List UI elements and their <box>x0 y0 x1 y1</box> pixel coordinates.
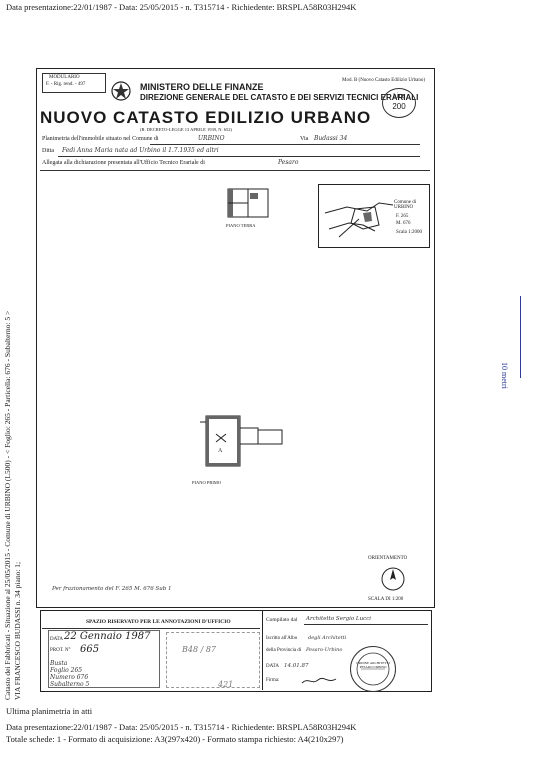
ditta-value: Fedi Anna Maria nata ad Urbino il 1.7.19… <box>62 147 219 154</box>
lire-seal: Lire 200 <box>382 88 416 118</box>
compilato-rule <box>304 624 428 625</box>
architect-seal: ORDINE ARCHITETTI PESARO URBINO <box>350 646 396 692</box>
prot-value: 665 <box>80 644 100 655</box>
iscritto-label: Iscritto all'Albo <box>266 636 298 641</box>
signature-mark <box>300 673 340 684</box>
locator-map <box>318 184 430 248</box>
mod-label: Mod. B (Nuovo Catasto Edilizio Urbano) <box>342 78 426 83</box>
albo-value: degli Architetti <box>308 635 347 641</box>
data-label: DATA <box>50 637 63 642</box>
emblem-icon <box>110 80 132 102</box>
left-vertical-line2: VIA FRANCESCO BUDASSI n. 34 piano: 1; <box>13 561 22 700</box>
right-margin-bar <box>520 296 521 378</box>
direzione: DIREZIONE GENERALE DEL CATASTO E DEI SER… <box>140 93 419 102</box>
compilato-data-value: 14.01.87 <box>284 663 309 669</box>
via-label: Via <box>300 136 309 142</box>
right-margin-label: 10 metri <box>500 362 509 389</box>
piano-terra-label: PIANO TERRA <box>226 223 256 228</box>
planimetria-label: Planimetria dell'immobile situato nel Co… <box>42 136 159 142</box>
piano-primo-label: PIANO PRIMO <box>192 480 222 485</box>
ultima-planimetria: Ultima planimetria in atti <box>6 706 93 716</box>
bottom-line1: Data presentazione:22/01/1987 - Data: 25… <box>6 722 357 732</box>
office-stamp-left <box>48 630 160 688</box>
stamp-text: B48 / 87 <box>182 645 217 654</box>
ministero: MINISTERO DELLE FINANZE <box>140 82 264 92</box>
modulario-box: MODULARIO F. - Rig. rend. - 497 <box>42 73 106 93</box>
foglio: Foglio 265 <box>50 667 83 674</box>
bottom-block <box>40 610 432 692</box>
north-arrow-icon <box>380 566 406 592</box>
scala-label: SCALA DI 1:200 <box>368 597 404 602</box>
compilato-who: Architetto Sergio Lucci <box>306 616 372 622</box>
provincia-value: Pesaro-Urbino <box>306 647 343 653</box>
busta: Busta <box>50 660 68 667</box>
compilato-label: Compilato dal <box>266 617 298 623</box>
left-vertical-line1: Catasto dei Fabbricati - Situazione al 2… <box>3 310 12 700</box>
locator-scale: Scala 1:2000 <box>396 230 422 235</box>
locator-mappale: M. 676 <box>396 221 411 226</box>
law-line: (R. DECRETO-LEGGE 13 APRILE 1939, N. 652… <box>140 127 233 132</box>
locator-foglio: F. 265 <box>396 214 409 219</box>
numero: Numero 676 <box>50 674 89 681</box>
office-header: SPAZIO RISERVATO PER LE ANNOTAZIONI D'UF… <box>86 619 231 625</box>
locator-title: Comune di URBINO <box>394 200 417 210</box>
comune-value: URBINO <box>198 135 225 142</box>
via-value: Budassi 34 <box>314 135 348 142</box>
orientamento-label: ORIENTAMENTO <box>368 556 408 561</box>
piano-primo-plan <box>196 408 288 474</box>
compilato-data-label: DATA <box>266 664 279 669</box>
document-frame <box>36 68 435 608</box>
piano-terra-sketch <box>224 185 274 227</box>
prot-label: PROT. N° <box>50 648 71 653</box>
form-title: NUOVO CATASTO EDILIZIO URBANO <box>40 108 372 127</box>
bottom-line2: Totale schede: 1 - Formato di acquisizio… <box>6 734 344 744</box>
frazionamento-note: Per frazionamento del F. 265 M. 676 Sub … <box>52 586 172 592</box>
subalterno: Subalterno 5 <box>50 681 90 688</box>
rule-2 <box>58 156 420 157</box>
data-value: 22 Gennaio 1987 <box>64 631 151 642</box>
room-letter: A <box>218 448 223 454</box>
office-stamp-right <box>166 632 260 688</box>
allegata-label: Allegata alla dichiarazione presentata a… <box>42 160 205 166</box>
ditta-label: Ditta <box>42 148 54 154</box>
top-header: Data presentazione:22/01/1987 - Data: 25… <box>6 2 357 12</box>
rule-3 <box>40 170 430 171</box>
firma-label: Firma: <box>266 678 280 683</box>
bottom-divider <box>262 610 263 690</box>
ufficio-value: Pesaro <box>278 159 299 166</box>
office-rule <box>42 628 260 629</box>
stamp-num: 421 <box>218 680 234 689</box>
provincia-label: della Provincia di <box>266 648 302 653</box>
rule-1 <box>150 144 420 145</box>
